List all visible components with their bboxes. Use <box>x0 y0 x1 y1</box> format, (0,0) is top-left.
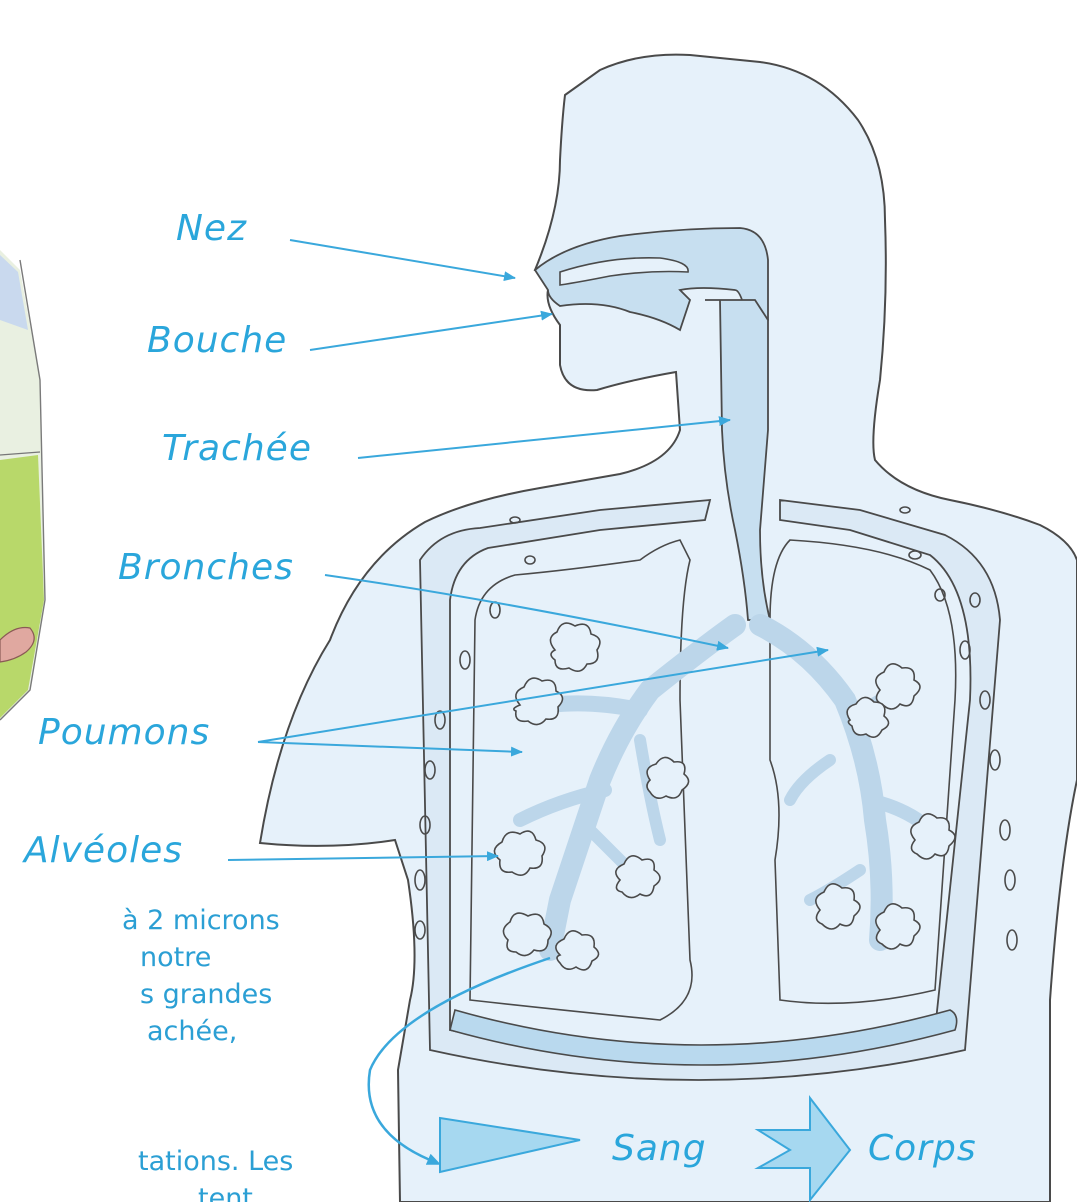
nez-arrow <box>290 240 515 278</box>
partial-text-line: s grandes <box>140 976 272 1013</box>
label-bronches: Bronches <box>118 547 294 588</box>
partial-text-line: achée, <box>147 1013 237 1050</box>
label-sang: Sang <box>612 1128 707 1169</box>
partial-text-line: tent <box>198 1180 253 1202</box>
label-corps: Corps <box>868 1128 977 1169</box>
partial-text-line: tations. Les <box>138 1143 293 1180</box>
left-illustration-fragment <box>0 250 45 720</box>
bouche-arrow <box>310 314 552 350</box>
partial-text-line: notre <box>140 939 211 976</box>
label-bouche: Bouche <box>147 320 287 361</box>
partial-text-line: à 2 microns <box>122 902 280 939</box>
label-trachee: Trachée <box>162 428 312 469</box>
label-poumons: Poumons <box>38 712 210 753</box>
label-nez: Nez <box>176 208 247 249</box>
label-alveoles: Alvéoles <box>24 830 183 871</box>
